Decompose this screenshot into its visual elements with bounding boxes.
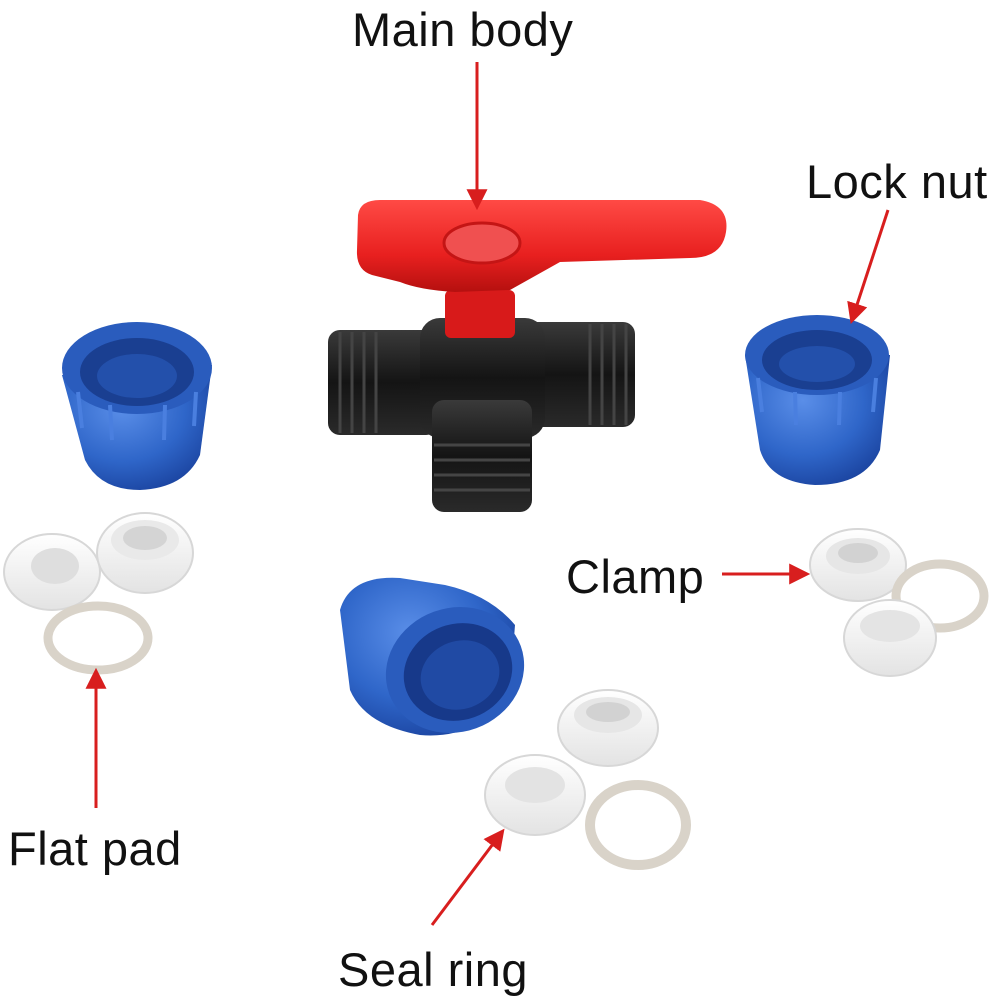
callout-arrows <box>85 62 890 926</box>
bottom-lock-nut <box>340 577 525 736</box>
bottom-clamp-set <box>484 689 691 870</box>
main-body-label: Main body <box>352 3 574 56</box>
seal-ring-arrow <box>430 828 505 926</box>
clamp-label: Clamp <box>566 550 705 603</box>
lock-nut-arrow <box>847 209 890 324</box>
right-clamp-set <box>809 528 989 677</box>
right-lock-nut <box>745 315 890 485</box>
seal-ring-label: Seal ring <box>338 943 528 996</box>
left-lock-nut <box>62 322 212 490</box>
left-clamp-set <box>3 512 194 675</box>
lock-nut-label: Lock nut <box>806 155 988 208</box>
flat-pad-label: Flat pad <box>8 822 182 875</box>
main-body-valve <box>328 200 727 512</box>
